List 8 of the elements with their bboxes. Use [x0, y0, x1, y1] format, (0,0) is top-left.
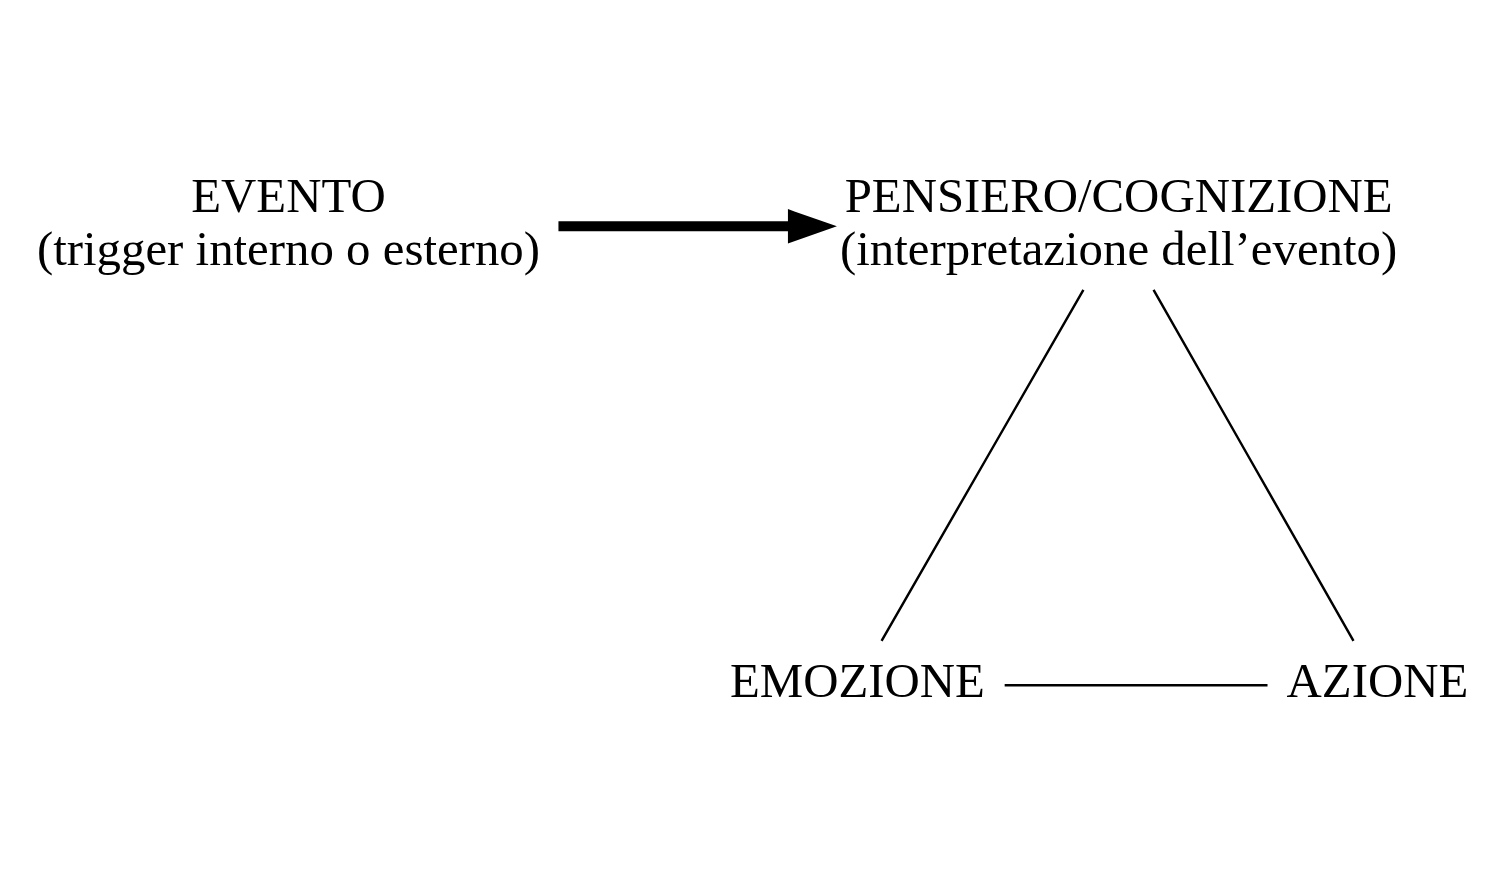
- node-text: AZIONE: [1286, 652, 1469, 708]
- node-text: EVENTO (trigger interno o esterno): [36, 167, 540, 276]
- connector: [1004, 683, 1268, 686]
- node-text: PENSIERO/COGNIZIONE (interpretazione dell’evento): [840, 167, 1398, 276]
- connector: [880, 288, 1085, 641]
- arrow: [558, 208, 837, 243]
- connector: [1152, 288, 1355, 641]
- node-text: EMOZIONE: [729, 652, 985, 708]
